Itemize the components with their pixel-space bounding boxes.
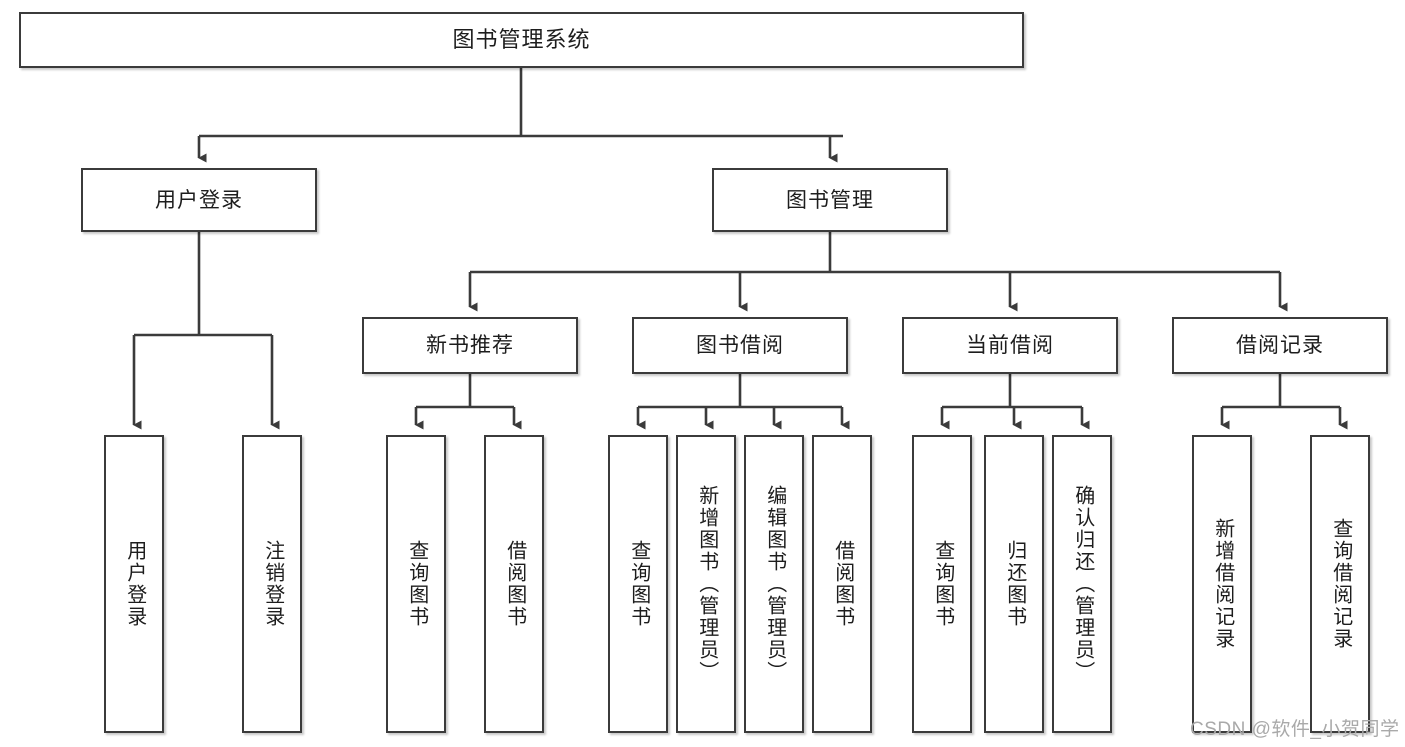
leaf-return-book-label: 归还图书	[1003, 540, 1026, 628]
node-user-login-label: 用户登录	[155, 188, 243, 212]
leaf-user-login[interactable]: 用户登录	[104, 435, 164, 733]
leaf-query-book-2[interactable]: 查询图书	[608, 435, 668, 733]
leaf-borrow-book-2-label: 借阅图书	[831, 540, 854, 628]
node-root[interactable]: 图书管理系统	[19, 12, 1024, 68]
node-current-borrow[interactable]: 当前借阅	[902, 317, 1118, 374]
node-book-borrow-label: 图书借阅	[696, 334, 784, 357]
leaf-query-book-3[interactable]: 查询图书	[912, 435, 972, 733]
leaf-add-book-label: 新增图书（管理员）	[695, 485, 718, 683]
leaf-user-login-label: 用户登录	[123, 540, 146, 628]
node-new-book-recommend-label: 新书推荐	[426, 334, 514, 357]
watermark: CSDN @软件_小贺同学	[1190, 719, 1400, 740]
leaf-add-record[interactable]: 新增借阅记录	[1192, 435, 1252, 733]
node-new-book-recommend[interactable]: 新书推荐	[362, 317, 578, 374]
leaf-edit-book[interactable]: 编辑图书（管理员）	[744, 435, 804, 733]
leaf-add-record-label: 新增借阅记录	[1211, 518, 1234, 650]
leaf-query-record[interactable]: 查询借阅记录	[1310, 435, 1370, 733]
node-borrow-record-label: 借阅记录	[1236, 334, 1324, 357]
node-book-manage-label: 图书管理	[786, 188, 874, 212]
leaf-query-book-1[interactable]: 查询图书	[386, 435, 446, 733]
leaf-query-book-1-label: 查询图书	[405, 540, 428, 628]
leaf-add-book[interactable]: 新增图书（管理员）	[676, 435, 736, 733]
leaf-borrow-book-1-label: 借阅图书	[503, 540, 526, 628]
node-current-borrow-label: 当前借阅	[966, 334, 1054, 357]
leaf-borrow-book-1[interactable]: 借阅图书	[484, 435, 544, 733]
leaf-confirm-return[interactable]: 确认归还（管理员）	[1052, 435, 1112, 733]
leaf-edit-book-label: 编辑图书（管理员）	[763, 485, 786, 683]
leaf-return-book[interactable]: 归还图书	[984, 435, 1044, 733]
leaf-query-record-label: 查询借阅记录	[1329, 518, 1352, 650]
leaf-user-logout-label: 注销登录	[261, 540, 284, 628]
leaf-confirm-return-label: 确认归还（管理员）	[1071, 485, 1094, 683]
node-user-login[interactable]: 用户登录	[81, 168, 317, 232]
leaf-user-logout[interactable]: 注销登录	[242, 435, 302, 733]
leaf-borrow-book-2[interactable]: 借阅图书	[812, 435, 872, 733]
node-book-manage[interactable]: 图书管理	[712, 168, 948, 232]
node-root-label: 图书管理系统	[452, 27, 591, 52]
node-borrow-record[interactable]: 借阅记录	[1172, 317, 1388, 374]
leaf-query-book-2-label: 查询图书	[627, 540, 650, 628]
node-book-borrow[interactable]: 图书借阅	[632, 317, 848, 374]
leaf-query-book-3-label: 查询图书	[931, 540, 954, 628]
